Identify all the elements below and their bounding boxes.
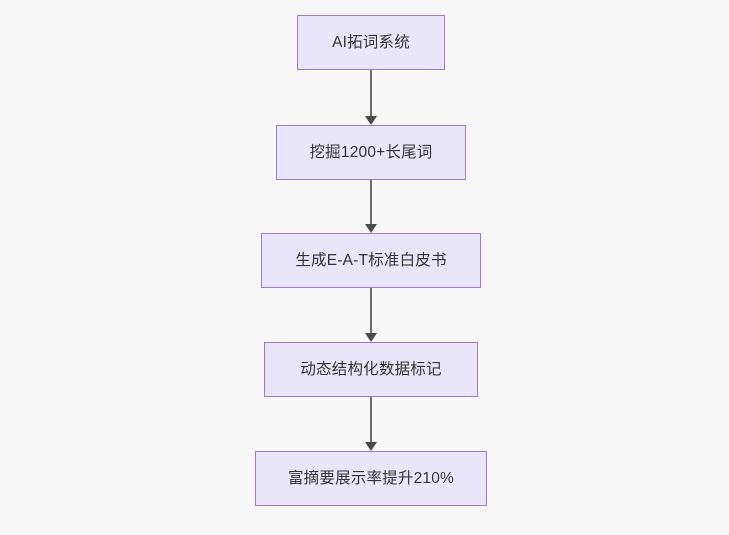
flow-node-label: 富摘要展示率提升210% bbox=[287, 469, 455, 487]
arrowhead-down-icon bbox=[365, 116, 377, 125]
flow-node-dynamic-structured-data-markup[interactable]: 动态结构化数据标记 bbox=[264, 342, 478, 397]
arrow-shaft bbox=[370, 70, 372, 117]
flow-arrow-node2-to-node3 bbox=[364, 288, 378, 342]
flow-arrow-node1-to-node2 bbox=[364, 180, 378, 233]
arrowhead-down-icon bbox=[365, 224, 377, 233]
arrow-shaft bbox=[370, 180, 372, 225]
arrowhead-down-icon bbox=[365, 333, 377, 342]
flow-node-rich-snippet-impression-lift[interactable]: 富摘要展示率提升210% bbox=[255, 451, 487, 506]
arrow-shaft bbox=[370, 397, 372, 443]
flow-node-label: 生成E-A-T标准白皮书 bbox=[295, 251, 447, 269]
arrowhead-down-icon bbox=[365, 442, 377, 451]
flow-node-label: 动态结构化数据标记 bbox=[300, 360, 442, 378]
flow-arrow-node0-to-node1 bbox=[364, 70, 378, 125]
arrow-shaft bbox=[370, 288, 372, 334]
flow-node-label: AI拓词系统 bbox=[332, 33, 410, 51]
flow-node-generate-eat-whitepaper[interactable]: 生成E-A-T标准白皮书 bbox=[261, 233, 481, 288]
flow-arrow-node3-to-node4 bbox=[364, 397, 378, 451]
flow-node-mine-longtail-keywords[interactable]: 挖掘1200+长尾词 bbox=[276, 125, 466, 180]
flow-node-ai-keyword-system[interactable]: AI拓词系统 bbox=[297, 15, 445, 70]
flow-node-label: 挖掘1200+长尾词 bbox=[309, 143, 433, 161]
